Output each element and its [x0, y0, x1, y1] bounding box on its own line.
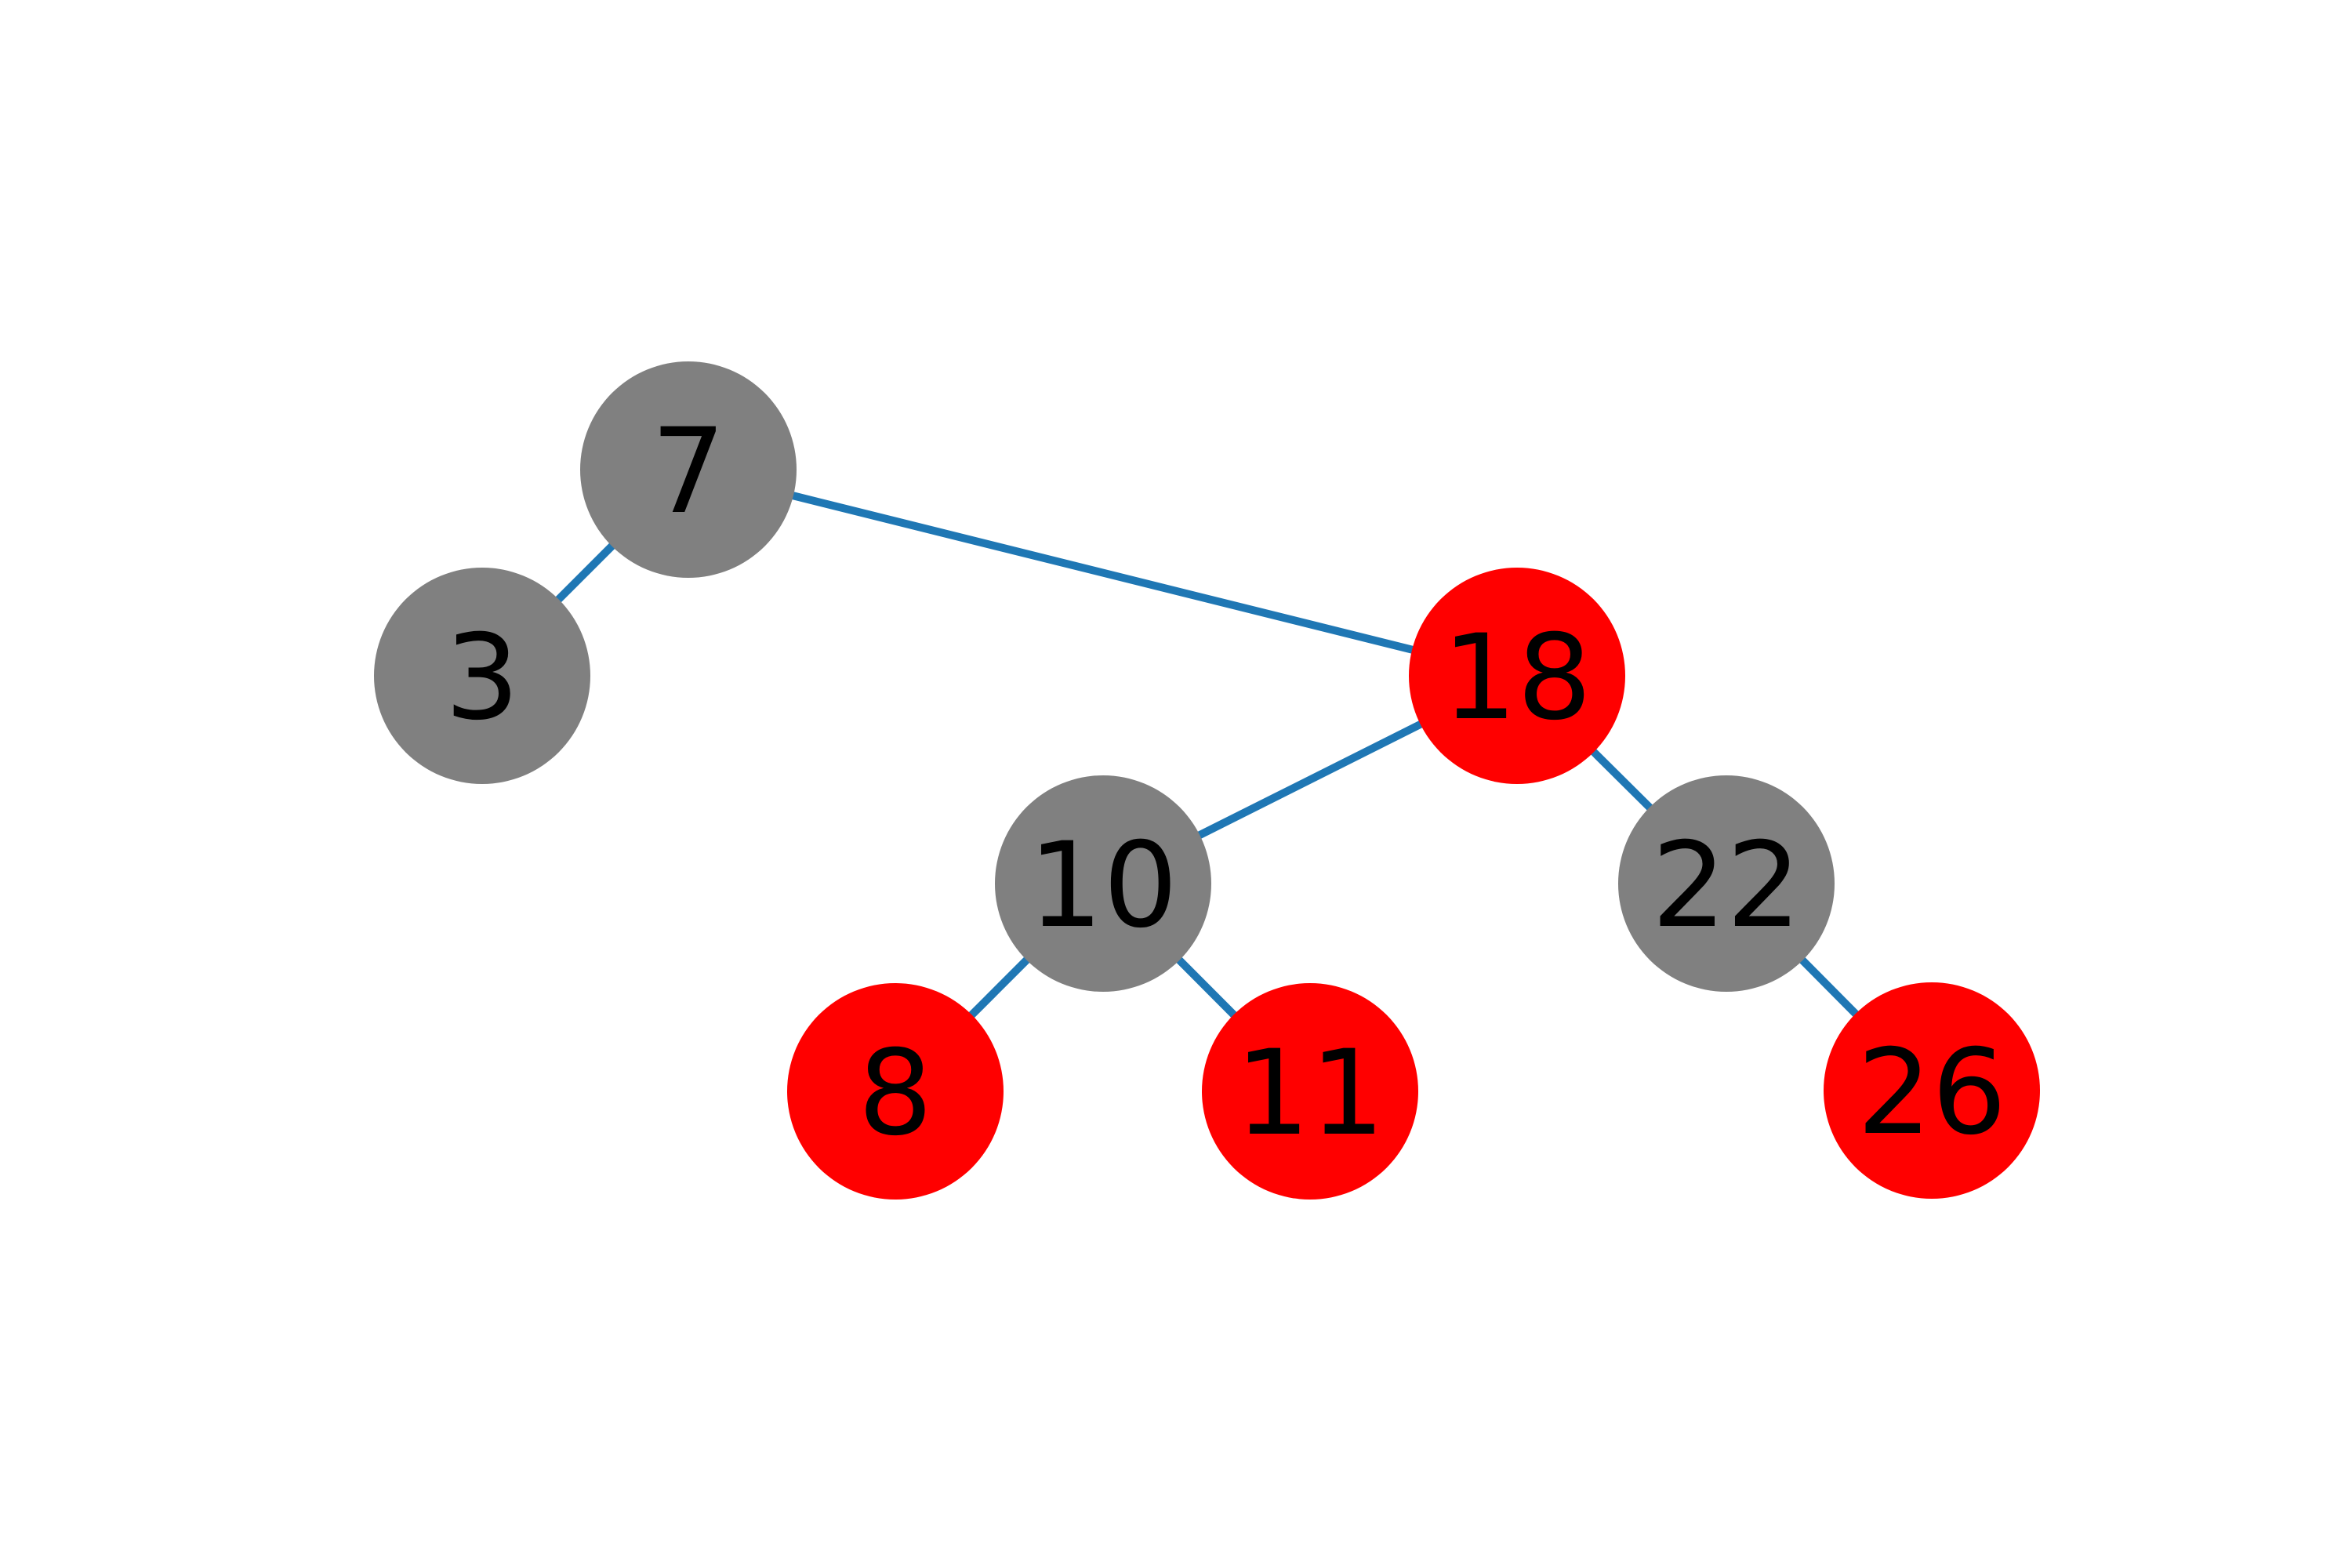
node-label-3: 3 [445, 610, 519, 746]
node-circle-3 [374, 568, 590, 784]
node-label-18: 18 [1443, 610, 1592, 746]
node-circle-11 [1202, 983, 1418, 1200]
node-label-26: 26 [1857, 1025, 2007, 1161]
node-circle-10 [995, 775, 1211, 992]
tree-edge-7-18 [687, 466, 1519, 680]
node-circle-18 [1409, 568, 1625, 784]
node-circle-7 [580, 361, 797, 578]
node-label-7: 7 [651, 404, 725, 540]
tree-node-7: 7 [580, 361, 797, 578]
node-circle-8 [787, 983, 1004, 1200]
nodes-layer: 73 18 10 22 8 11 26 [374, 361, 2040, 1200]
node-label-10: 10 [1029, 818, 1178, 954]
node-circle-22 [1618, 775, 1835, 992]
node-label-22: 22 [1652, 818, 1802, 954]
node-label-8: 8 [858, 1025, 932, 1162]
node-label-11: 11 [1236, 1025, 1385, 1162]
tree-node-18: 18 [1409, 568, 1625, 784]
tree-node-3: 3 [374, 568, 590, 784]
tree-node-11: 11 [1202, 983, 1418, 1200]
tree-node-26: 26 [1824, 982, 2040, 1199]
tree-node-10: 10 [995, 775, 1211, 992]
node-circle-26 [1824, 982, 2040, 1199]
tree-node-22: 22 [1618, 775, 1835, 992]
tree-node-8: 8 [787, 983, 1004, 1200]
